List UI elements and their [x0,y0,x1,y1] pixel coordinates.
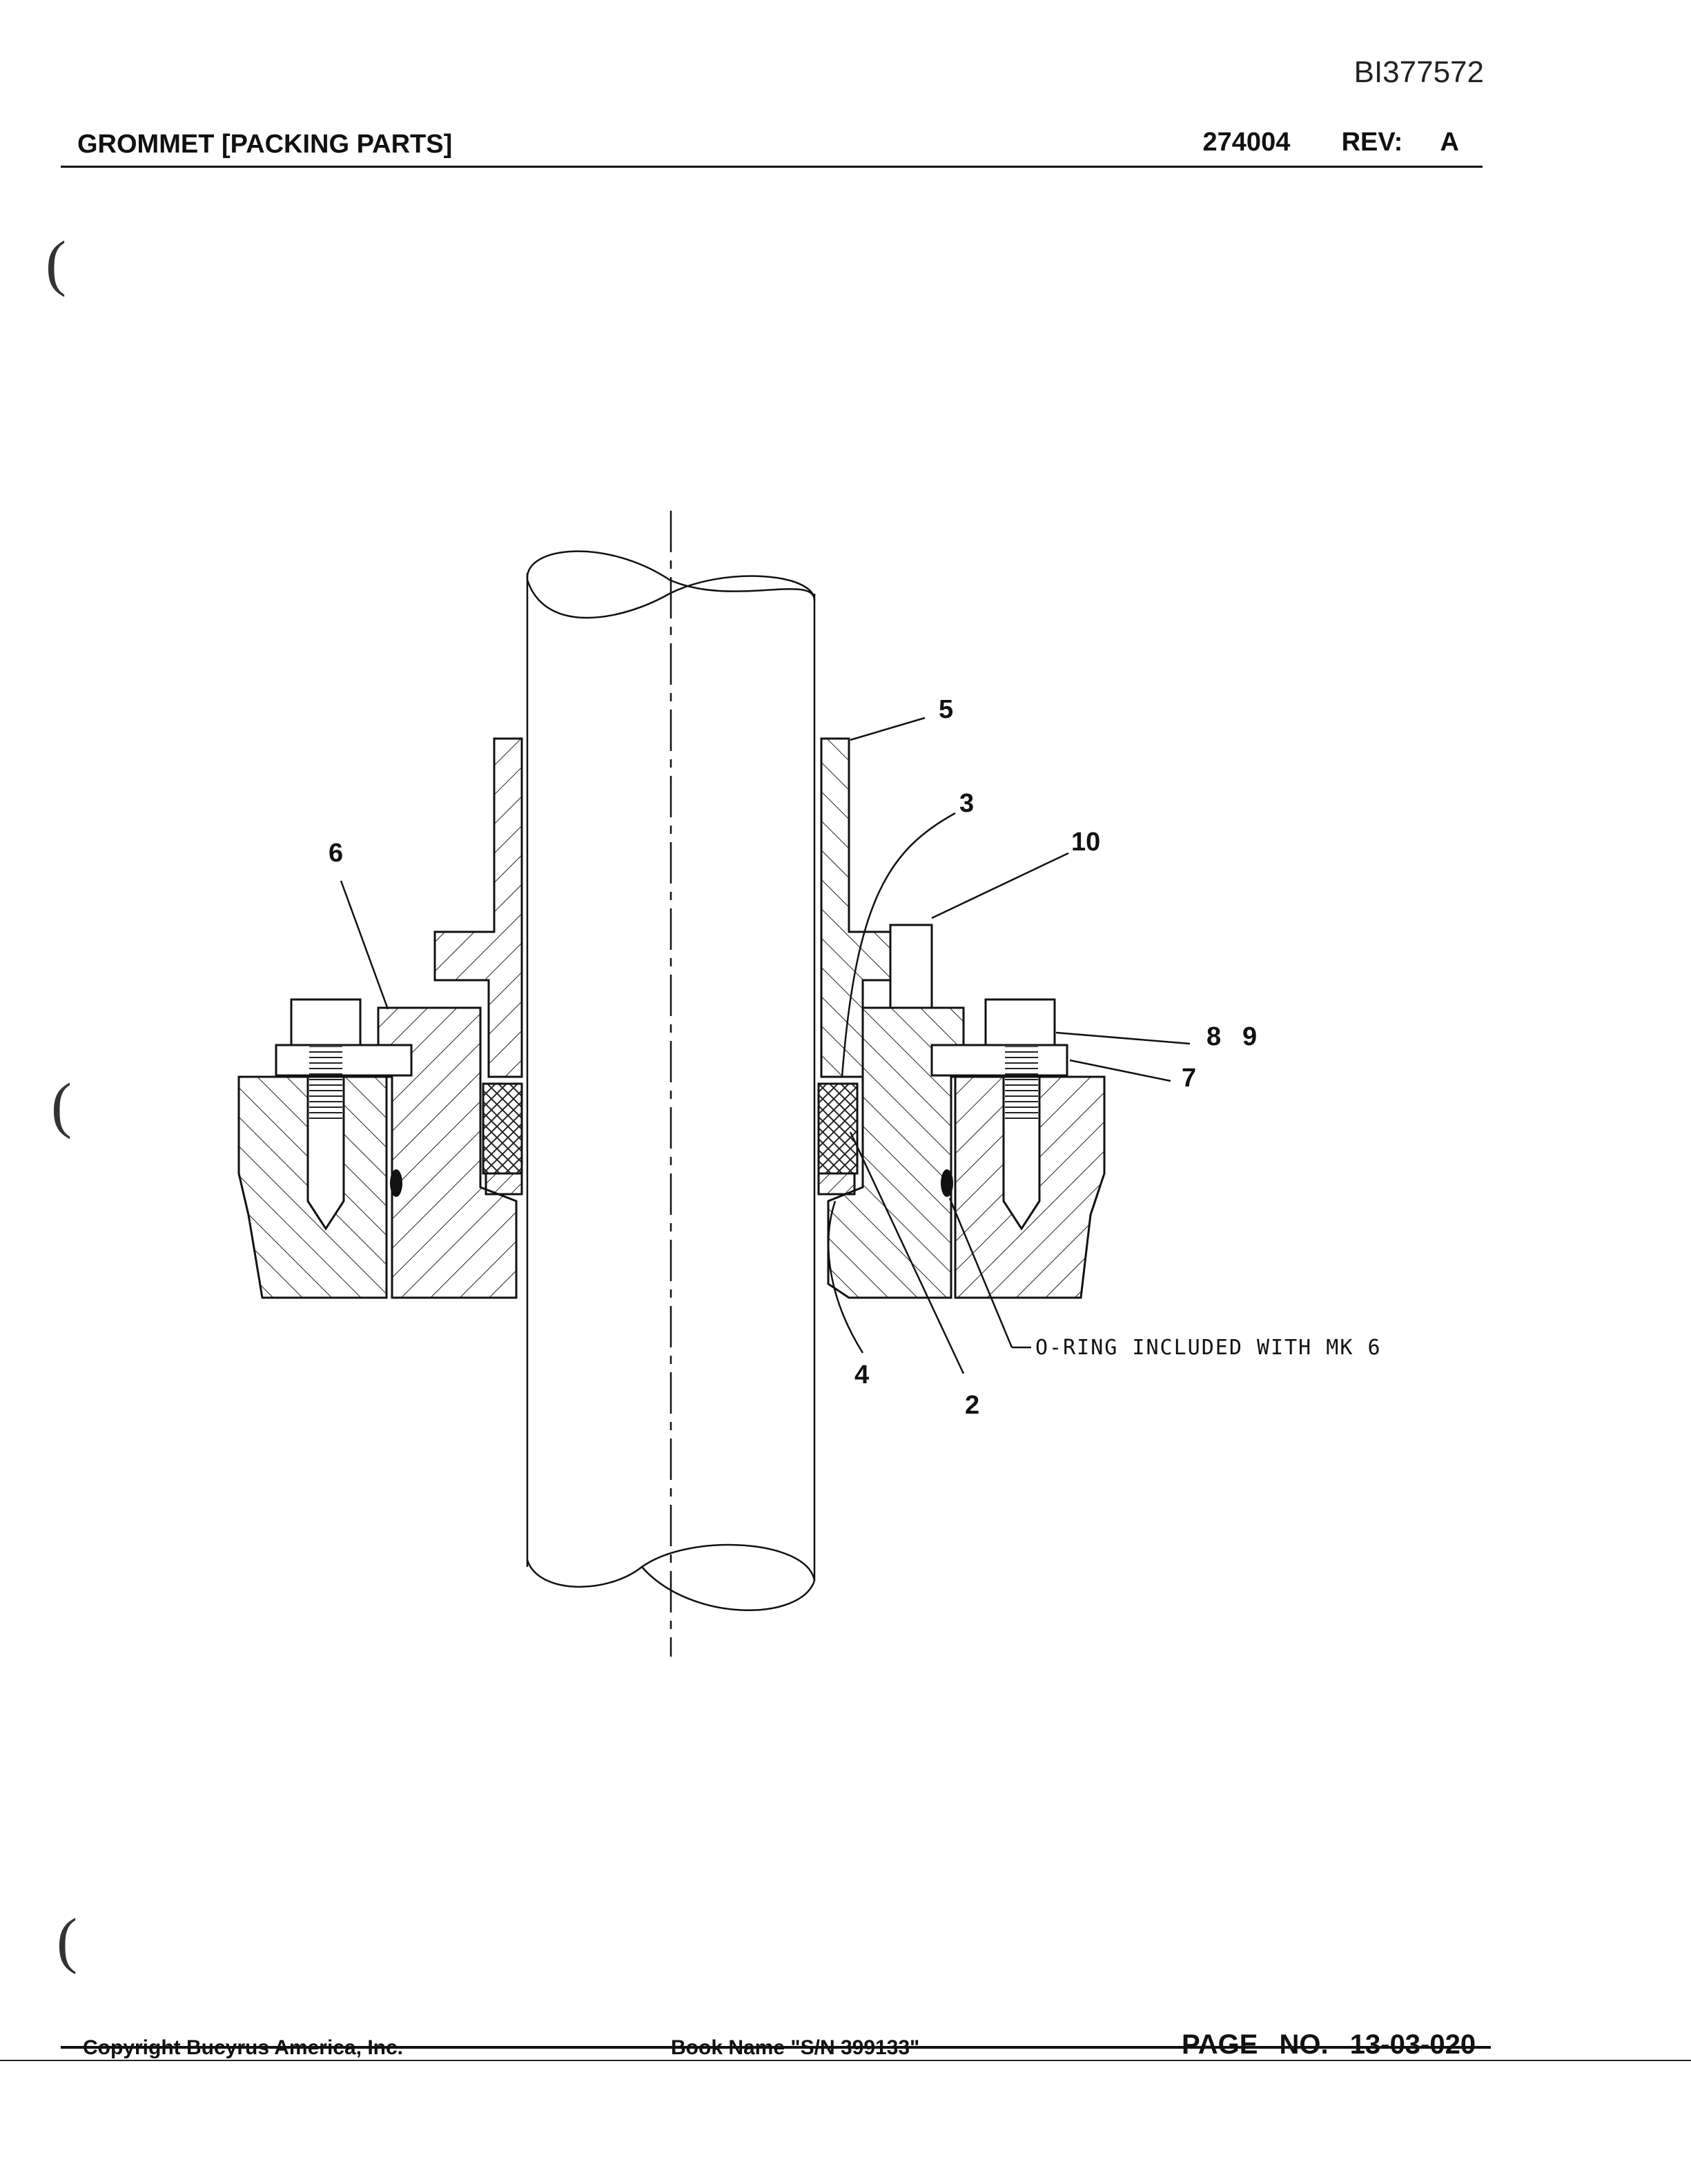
callout-9: 9 [1242,1022,1257,1051]
right-bolt-threads [1005,1046,1038,1122]
callout-3: 3 [959,789,974,818]
part-revision-block: 274004 REV: A [1203,128,1459,157]
footer-rule [61,2046,1491,2049]
callout-7: 7 [1182,1064,1196,1093]
revision-label: REV: [1341,128,1403,157]
book-name: Book Name "S/N 399133" [671,2036,920,2059]
right-bolt-head [984,998,1056,1046]
callout-8: 8 [1206,1022,1221,1051]
left-washer [275,1044,413,1077]
left-gland-sleeve [433,737,523,1078]
leader-lines [340,716,1191,1374]
callout-6: 6 [329,839,343,868]
left-o-ring [390,1169,402,1197]
left-bolt-threads [309,1046,342,1122]
document-id: BI377572 [1353,55,1484,89]
part-number: 274004 [1202,128,1291,157]
right-packing [817,1082,859,1175]
left-bolt-head [290,998,362,1046]
footer-rule-secondary [0,2060,1691,2061]
right-retaining-plate [889,924,933,1009]
left-packing-bottom-ring [485,1172,523,1196]
page-number: 13-03-020 [1349,2029,1476,2060]
callout-5: 5 [939,695,953,724]
page-label: PAGE NO. [1182,2029,1329,2060]
o-ring-note: O-RING INCLUDED WITH MK 6 [1035,1336,1382,1360]
copyright-text: Copyright Bucyrus America, Inc. [83,2036,404,2059]
binder-hole-mark-middle: ( [51,1071,72,1140]
binder-hole-mark-bottom: ( [57,1907,77,1975]
binder-hole-mark-top: ( [46,229,66,298]
right-packing-bottom-ring [817,1172,856,1196]
page-title: GROMMET [PACKING PARTS] [77,130,453,159]
page-number-block: PAGE NO. 13-03-020 [1182,2029,1476,2060]
revision-value: A [1440,128,1459,157]
left-packing [482,1082,523,1175]
right-washer [930,1044,1068,1077]
header-rule [61,166,1483,168]
right-o-ring [941,1169,953,1197]
right-grommet-housing [827,1006,965,1299]
callout-2: 2 [965,1391,979,1420]
callout-10: 10 [1071,828,1100,857]
callout-4: 4 [854,1361,869,1390]
